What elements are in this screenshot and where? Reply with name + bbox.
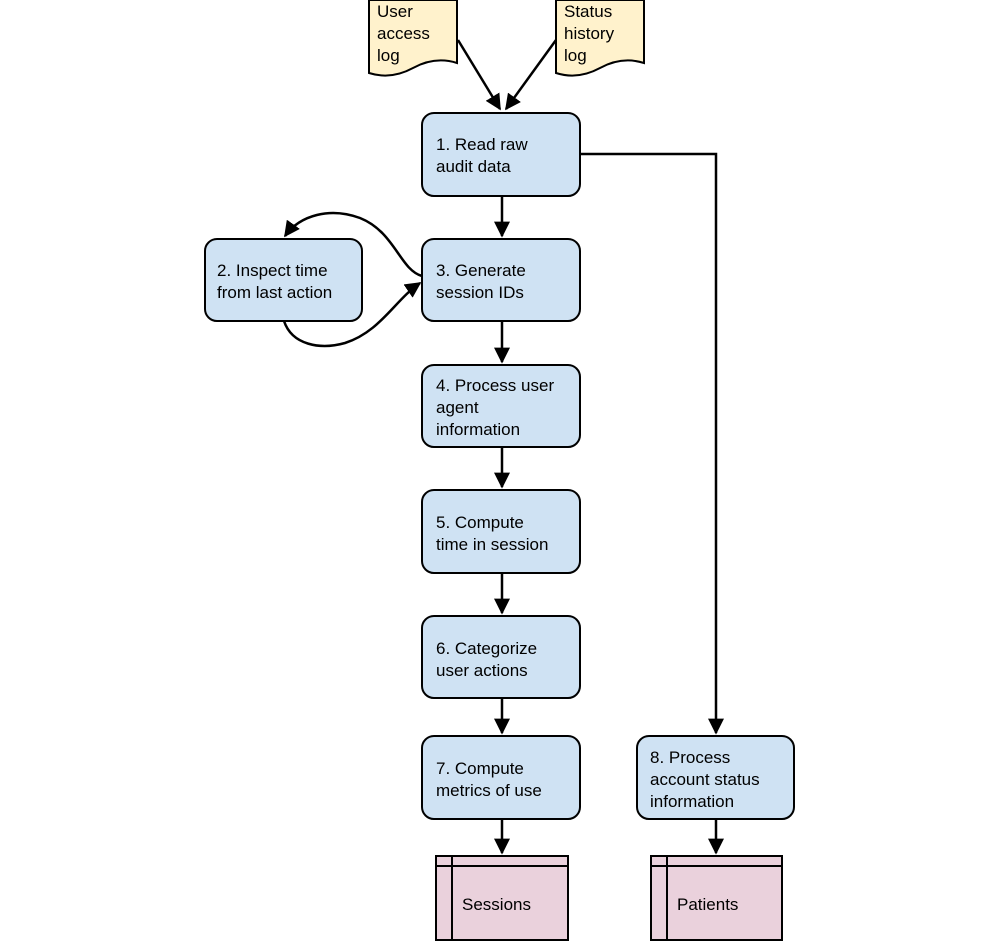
document-user-access-log: User access log bbox=[368, 0, 458, 77]
step-label-line: 1. Read raw bbox=[436, 135, 528, 154]
step-label-line: 3. Generate bbox=[436, 261, 526, 280]
step-2-inspect-time: 2. Inspect time from last action bbox=[204, 238, 363, 322]
step-box bbox=[421, 112, 581, 197]
step-box bbox=[421, 238, 581, 322]
arrow-step-2-to-step-3 bbox=[282, 281, 422, 348]
step-label-line: 6. Categorize bbox=[436, 639, 537, 658]
arrow-step-1-to-step-8 bbox=[580, 152, 724, 735]
step-label-line: 5. Compute bbox=[436, 513, 524, 532]
step-4-process-user-agent: 4. Process user agent information bbox=[421, 364, 581, 448]
step-label-line: time in session bbox=[436, 535, 548, 554]
step-8-process-account-status: 8. Process account status information bbox=[636, 735, 795, 820]
document-label-line: Status bbox=[564, 2, 612, 21]
step-label-line: 7. Compute bbox=[436, 759, 524, 778]
step-label-line: audit data bbox=[436, 157, 511, 176]
document-label-line: history bbox=[564, 24, 615, 43]
arrow-status-log-to-step-1 bbox=[504, 39, 558, 111]
step-label-line: information bbox=[650, 792, 734, 811]
document-status-history-log: Status history log bbox=[555, 0, 645, 77]
step-label-line: 8. Process bbox=[650, 748, 730, 767]
step-label: 2. Inspect time from last action bbox=[217, 261, 332, 302]
step-label: 7. Compute metrics of use bbox=[436, 759, 542, 800]
document-label-line: User bbox=[377, 2, 413, 21]
datastore-label: Sessions bbox=[462, 895, 531, 914]
step-label: 8. Process account status information bbox=[650, 748, 764, 811]
step-label: 4. Process user agent information bbox=[436, 376, 559, 439]
step-label-line: 2. Inspect time bbox=[217, 261, 328, 280]
step-label-line: information bbox=[436, 420, 520, 439]
document-shape bbox=[555, 0, 645, 77]
document-shape bbox=[368, 0, 458, 77]
step-6-categorize-user-actions: 6. Categorize user actions bbox=[421, 615, 581, 699]
document-label-line: log bbox=[564, 46, 587, 65]
step-label-line: from last action bbox=[217, 283, 332, 302]
document-label: User access log bbox=[377, 2, 435, 65]
arrow-access-log-to-step-1 bbox=[456, 39, 502, 111]
step-label-line: session IDs bbox=[436, 283, 524, 302]
datastore-box bbox=[650, 855, 783, 941]
step-3-generate-session-ids: 3. Generate session IDs bbox=[421, 238, 581, 322]
document-label-line: access bbox=[377, 24, 430, 43]
step-label-line: agent bbox=[436, 398, 479, 417]
arrow-step-3-to-step-2 bbox=[283, 211, 423, 278]
document-label-line: log bbox=[377, 46, 400, 65]
step-label-line: user actions bbox=[436, 661, 528, 680]
step-box bbox=[204, 238, 363, 322]
step-label: 3. Generate session IDs bbox=[436, 261, 531, 302]
step-label-line: metrics of use bbox=[436, 781, 542, 800]
document-label: Status history log bbox=[564, 2, 619, 65]
step-5-compute-time-in-session: 5. Compute time in session bbox=[421, 489, 581, 574]
step-label-line: account status bbox=[650, 770, 760, 789]
step-label: 6. Categorize user actions bbox=[436, 639, 542, 680]
datastore-sessions: Sessions bbox=[435, 855, 569, 941]
connectors bbox=[282, 39, 724, 855]
step-label-line: 4. Process user bbox=[436, 376, 554, 395]
datastore-label: Patients bbox=[677, 895, 738, 914]
datastore-patients: Patients bbox=[650, 855, 783, 941]
step-7-compute-metrics-of-use: 7. Compute metrics of use bbox=[421, 735, 581, 820]
step-label: 5. Compute time in session bbox=[436, 513, 548, 554]
datastore-box bbox=[435, 855, 569, 941]
step-label: 1. Read raw audit data bbox=[436, 135, 532, 176]
step-1-read-raw-audit-data: 1. Read raw audit data bbox=[421, 112, 581, 197]
